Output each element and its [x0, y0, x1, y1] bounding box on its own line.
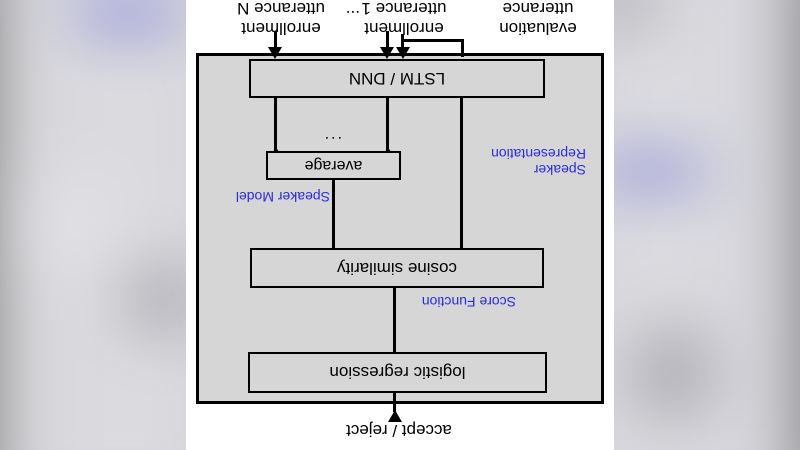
branch-ellipsis: ...	[322, 133, 342, 150]
edge-label-speaker-representation-line2: Representation	[491, 145, 586, 162]
edge-lstm-to-cosine	[460, 97, 463, 248]
edge-average-to-cosine	[332, 179, 335, 248]
edge-eval-to-lstm-arrowhead	[396, 47, 410, 59]
node-logistic-regression[interactable]: logistic regression	[248, 352, 547, 393]
edge-cosine-to-logistic	[393, 287, 396, 352]
input-evaluation-utterance-line2: utterance	[502, 0, 574, 18]
blurred-backdrop-left	[0, 0, 190, 450]
edge-lstm-to-average-branch1	[386, 97, 389, 151]
blurred-backdrop-right	[610, 0, 800, 450]
diagram-canvas: evaluation utterance enrollment utteranc…	[186, 0, 614, 450]
blur-fill-right	[610, 0, 800, 450]
edge-enrolln-to-lstm-arrowhead	[268, 47, 282, 59]
input-ellipsis: ...	[345, 7, 360, 26]
node-logistic-regression-label: logistic regression	[329, 363, 466, 383]
output-decision: accept / reject	[346, 421, 452, 440]
input-enrollment-utterance-1: enrollment utterance 1	[344, 0, 464, 38]
edge-eval-stub	[461, 39, 464, 57]
edge-logistic-to-decision	[393, 392, 396, 412]
edge-label-speaker-representation: Speaker Representation	[491, 146, 586, 178]
input-enrollment-1-line1: enrollment	[364, 19, 444, 38]
input-evaluation-utterance: evaluation utterance	[478, 0, 598, 38]
node-lstm-dnn[interactable]: LSTM / DNN	[249, 59, 545, 98]
node-average[interactable]: average	[266, 151, 401, 180]
edge-label-speaker-model: Speaker Model	[235, 189, 330, 205]
edge-enroll1-to-lstm-arrowhead	[380, 47, 394, 59]
input-enrollment-n-line2: utterance N	[237, 0, 325, 18]
node-lstm-dnn-label: LSTM / DNN	[348, 69, 446, 89]
input-enrollment-1-line2: utterance 1	[361, 0, 447, 18]
input-enrollment-n-line1: enrollment	[241, 19, 321, 38]
blur-fill-left	[0, 0, 190, 450]
input-enrollment-utterance-n: enrollment utterance N	[216, 0, 346, 38]
diagram-rotated-content: evaluation utterance enrollment utteranc…	[186, 0, 614, 450]
edge-label-score-function: Score Function	[421, 294, 516, 310]
node-average-label: average	[304, 157, 363, 175]
input-evaluation-utterance-line1: evaluation	[499, 19, 577, 38]
edge-eval-to-lstm-horizontal	[402, 39, 463, 42]
edge-lstm-to-average-branchn	[274, 97, 277, 151]
node-cosine-similarity[interactable]: cosine similarity	[250, 248, 544, 288]
edge-eval-to-lstm-vertical	[401, 34, 404, 47]
edge-label-speaker-representation-line1: Speaker	[533, 162, 586, 178]
node-cosine-similarity-label: cosine similarity	[337, 259, 457, 278]
